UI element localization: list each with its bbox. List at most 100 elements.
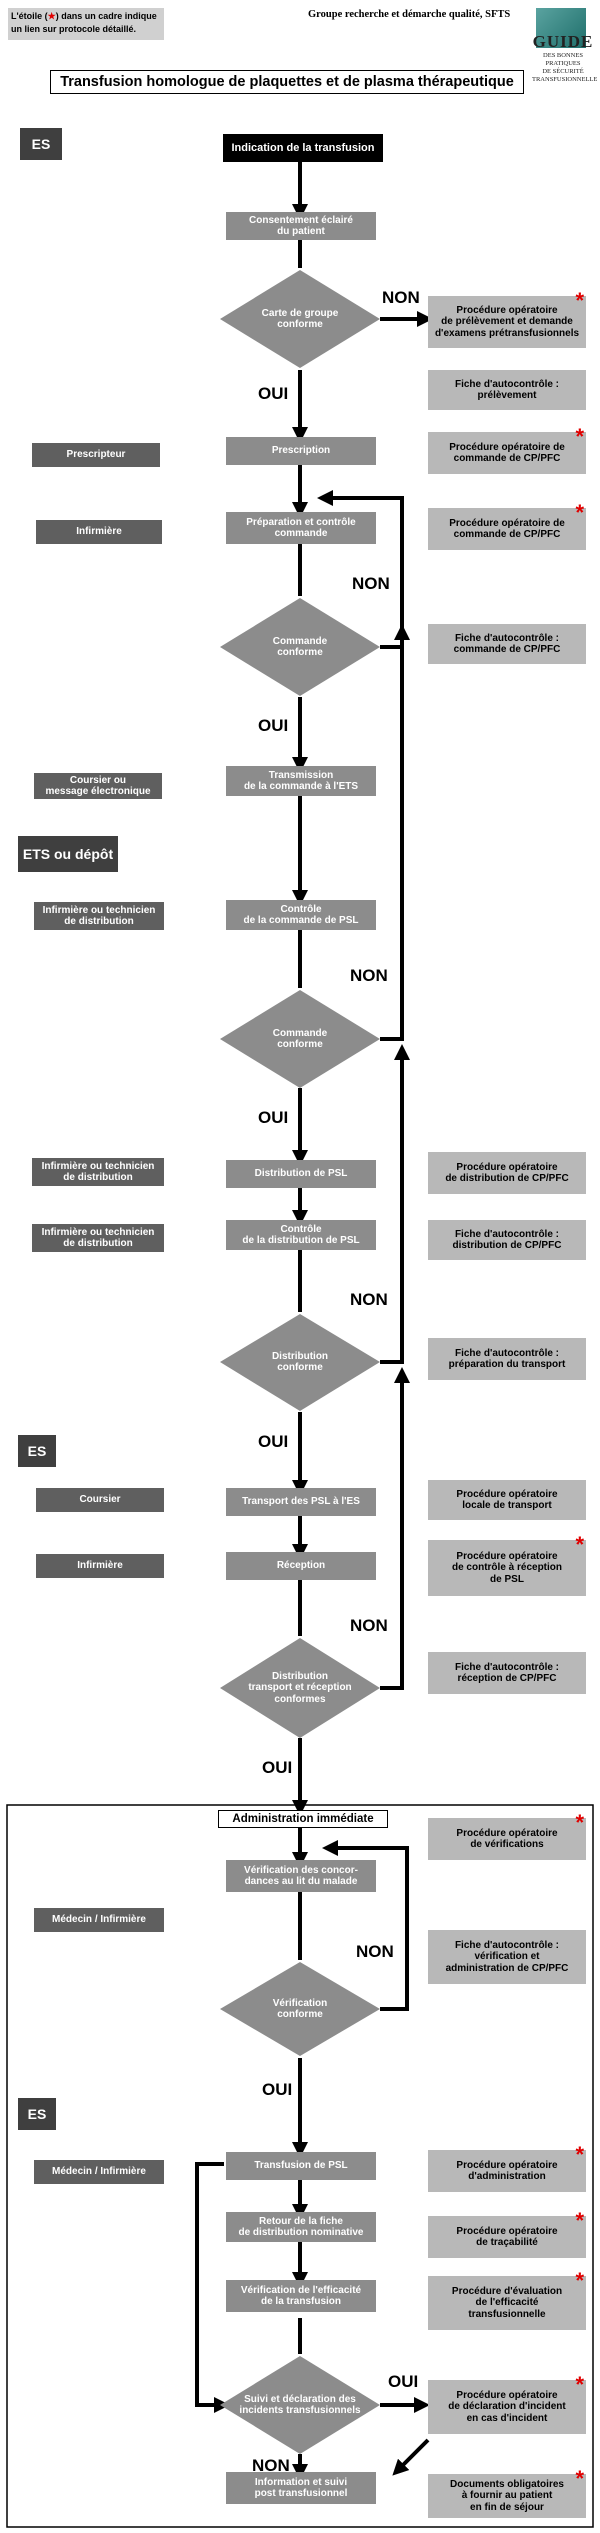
step-prescription: Prescription (226, 437, 376, 465)
doc-proc-verifications[interactable]: Procédure opératoire de vérifications * (428, 1812, 586, 1860)
step-controle-distribution: Contrôle de la distribution de PSL (226, 1220, 376, 1250)
step-retour-fiche: Retour de la fiche de distribution nomin… (226, 2212, 376, 2242)
doc-proc-administration[interactable]: Procédure opératoire d'administration * (428, 2144, 586, 2192)
step-transfusion-psl: Transfusion de PSL (226, 2152, 376, 2180)
role-coursier-message: Coursier ou message électronique (34, 773, 162, 799)
guide-logo: GUIDE DES BONNES PRATIQUES DE SÉCURITÉ T… (532, 8, 598, 92)
doc-fiche-verification: Fiche d'autocontrôle : vérification et a… (428, 1930, 586, 1984)
guide-logo-emblem (536, 8, 586, 48)
doc-proc-commande-2[interactable]: Procédure opératoire de commande de CP/P… (428, 502, 586, 550)
page-title: Transfusion homologue de plaquettes et d… (50, 70, 524, 94)
role-coursier: Coursier (36, 1488, 164, 1512)
doc-fiche-prelevement: Fiche d'autocontrôle : prélèvement (428, 370, 586, 410)
legend-text-1: L'étoile ( (11, 11, 48, 21)
decision-commande-2: Commande conforme (272, 1027, 328, 1051)
role-infirmiere-1: Infirmière (36, 520, 162, 544)
label-non-d7: NON (252, 2456, 290, 2475)
legend-text-3: un lien sur protocole détaillé. (11, 24, 137, 34)
doc-fiche-transport: Fiche d'autocontrôle : préparation du tr… (428, 1338, 586, 1380)
admin-immediate-heading: Administration immédiate (218, 1810, 388, 1828)
role-medecin-infirmiere-2: Médecin / Infirmière (34, 2160, 164, 2184)
doc-proc-distribution[interactable]: Procédure opératoire de distribution de … (428, 1152, 586, 1194)
role-infirmiere-technicien-1: Infirmière ou technicien de distribution (34, 902, 164, 930)
label-non-d5: NON (350, 1616, 388, 1635)
star-icon: * (575, 2466, 584, 2491)
role-medecin-infirmiere-1: Médecin / Infirmière (34, 1908, 164, 1932)
doc-proc-administration-label: Procédure opératoire d'administration (456, 2159, 558, 2183)
label-non-d6: NON (356, 1942, 394, 1961)
doc-proc-commande-1-label: Procédure opératoire de commande de CP/P… (449, 441, 565, 465)
step-verification-efficacite: Vérification de l'efficacité de la trans… (226, 2280, 376, 2312)
doc-proc-commande-2-label: Procédure opératoire de commande de CP/P… (449, 517, 565, 541)
decision-carte-groupe: Carte de groupe conforme (261, 307, 339, 331)
decision-transport-reception: Distribution transport et réception conf… (248, 1670, 352, 1705)
doc-proc-efficacite-label: Procédure d'évaluation de l'efficacité t… (451, 2285, 563, 2320)
step-information-suivi: Information et suivi post transfusionnel (226, 2472, 376, 2504)
decision-verification: Vérification conforme (272, 1997, 328, 2021)
step-preparation-controle: Préparation et contrôle commande (226, 512, 376, 544)
role-infirmiere-technicien-3: Infirmière ou technicien de distribution (32, 1224, 164, 1252)
label-oui-d6: OUI (262, 2080, 293, 2099)
role-prescripteur: Prescripteur (32, 443, 160, 467)
label-non-d4: NON (350, 1290, 388, 1309)
star-icon: * (575, 2208, 584, 2233)
label-oui-d4: OUI (258, 1432, 289, 1451)
step-controle-commande: Contrôle de la commande de PSL (226, 900, 376, 930)
step-verification-lit: Vérification des concor- dances au lit d… (226, 1860, 376, 1892)
doc-proc-verifications-label: Procédure opératoire de vérifications (456, 1827, 558, 1851)
doc-documents-patient-label: Documents obligatoires à fournir au pati… (450, 2478, 564, 2513)
doc-proc-prelevement-label: Procédure opératoire de prélèvement et d… (434, 304, 580, 339)
legend-star-icon: ★ (47, 11, 56, 21)
step-distribution-psl: Distribution de PSL (226, 1160, 376, 1188)
org-name: Groupe recherche et démarche qualité, SF… (308, 9, 511, 20)
legend-text-2: ) dans un cadre indique (55, 11, 157, 21)
section-es-3: ES (18, 2098, 56, 2130)
doc-proc-efficacite[interactable]: Procédure d'évaluation de l'efficacité t… (428, 2270, 586, 2330)
star-icon: * (575, 1810, 584, 1835)
label-oui-d2: OUI (258, 716, 289, 735)
guide-logo-title: GUIDE (532, 32, 594, 51)
guide-logo-subtitle: DES BONNES PRATIQUES DE SÉCURITÉ TRANSFU… (532, 52, 598, 83)
star-icon: * (575, 2268, 584, 2293)
label-oui-d7: OUI (388, 2372, 419, 2391)
decision-distribution: Distribution conforme (271, 1350, 329, 1374)
star-icon: * (575, 424, 584, 449)
doc-proc-declaration-incident-label: Procédure opératoire de déclaration d'in… (448, 2389, 566, 2424)
doc-fiche-distribution: Fiche d'autocontrôle : distribution de C… (428, 1220, 586, 1260)
label-non-d1: NON (382, 288, 420, 307)
section-ets-depot: ETS ou dépôt (18, 836, 118, 872)
step-consentement: Consentement éclairé du patient (226, 212, 376, 240)
doc-fiche-commande: Fiche d'autocontrôle : commande de CP/PF… (428, 624, 586, 664)
step-transport: Transport des PSL à l'ES (226, 1488, 376, 1516)
label-oui-d1: OUI (258, 384, 289, 403)
section-es-2: ES (18, 1435, 56, 1467)
label-non-d3: NON (350, 966, 388, 985)
doc-proc-reception[interactable]: Procédure opératoire de contrôle à récep… (428, 1534, 586, 1596)
decision-suivi-incidents: Suivi et déclaration des incidents trans… (239, 2393, 361, 2417)
step-indication: Indication de la transfusion (223, 134, 383, 162)
doc-proc-reception-label: Procédure opératoire de contrôle à récep… (451, 1550, 563, 1585)
role-infirmiere-technicien-2: Infirmière ou technicien de distribution (32, 1158, 164, 1186)
label-non-d2: NON (352, 574, 390, 593)
label-oui-d3: OUI (258, 1108, 289, 1127)
doc-fiche-reception: Fiche d'autocontrôle : réception de CP/P… (428, 1652, 586, 1694)
star-icon: * (575, 2372, 584, 2397)
doc-proc-tracabilite[interactable]: Procédure opératoire de traçabilité * (428, 2210, 586, 2258)
star-icon: * (575, 500, 584, 525)
star-icon: * (575, 2142, 584, 2167)
doc-proc-declaration-incident[interactable]: Procédure opératoire de déclaration d'in… (428, 2374, 586, 2434)
label-oui-d5: OUI (262, 1758, 293, 1777)
doc-proc-prelevement[interactable]: Procédure opératoire de prélèvement et d… (428, 290, 586, 348)
star-icon: * (575, 288, 584, 313)
legend-note: L'étoile (★) dans un cadre indique un li… (8, 8, 164, 40)
doc-proc-tracabilite-label: Procédure opératoire de traçabilité (456, 2225, 558, 2249)
doc-documents-patient[interactable]: Documents obligatoires à fournir au pati… (428, 2468, 586, 2518)
step-reception: Réception (226, 1552, 376, 1580)
doc-proc-transport[interactable]: Procédure opératoire locale de transport (428, 1480, 586, 1520)
section-es-1: ES (20, 128, 62, 160)
decision-commande-1: Commande conforme (272, 635, 328, 659)
star-icon: * (575, 1532, 584, 1557)
role-infirmiere-2: Infirmière (36, 1554, 164, 1578)
doc-proc-commande-1[interactable]: Procédure opératoire de commande de CP/P… (428, 426, 586, 474)
